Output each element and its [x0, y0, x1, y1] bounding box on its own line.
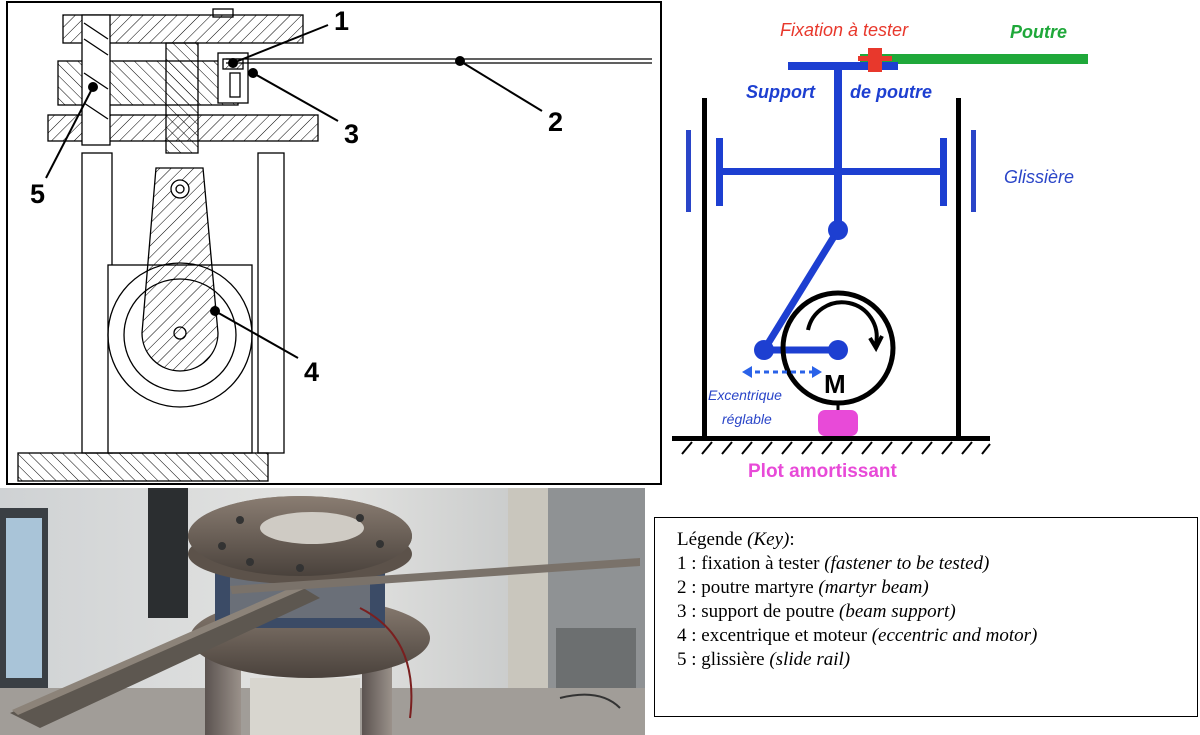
plate-hole [260, 512, 364, 544]
legend-title-colon: : [789, 529, 795, 550]
legend-item-fr: support de poutre [701, 601, 835, 622]
poutre-beam [860, 54, 1088, 64]
central-shaft [165, 42, 199, 154]
damping-pad [818, 410, 858, 436]
poutre-label: Poutre [1010, 22, 1067, 42]
legend-item-en: (martyr beam) [818, 577, 929, 598]
legend-item-fr: fixation à tester [701, 553, 820, 574]
base-plate [17, 452, 269, 482]
motor-label: M [824, 369, 846, 399]
excentrique-label: Excentrique [708, 387, 782, 403]
legend-item-number: 3 : [677, 601, 697, 622]
connecting-rod [761, 228, 841, 352]
callout-2: 2 [548, 107, 563, 137]
legend-title: Légende (Key): [677, 528, 1197, 552]
legend-item: 4 : excentrique et moteur (eccentric and… [677, 624, 1197, 648]
cad-drawing: 1 2 3 4 5 [17, 6, 652, 482]
support-label-2: de poutre [850, 82, 932, 102]
callout-1: 1 [334, 6, 349, 36]
plot-label: Plot amortissant [748, 461, 898, 482]
callout-4: 4 [304, 357, 319, 387]
legend-item-en: (eccentric and motor) [871, 625, 1038, 646]
legend-item-fr: poutre martyre [701, 577, 814, 598]
kinematic-schematic: M Fixation à tester Poutre Support de po… [672, 20, 1088, 482]
martyr-beam-strip [10, 586, 320, 728]
reglable-label: réglable [722, 411, 772, 427]
frame-right [956, 98, 961, 438]
legend-title-fr: Légende [677, 529, 743, 550]
legend-item-fr: excentrique et moteur [701, 625, 867, 646]
beam-support [788, 62, 898, 70]
legend-item-number: 2 : [677, 577, 697, 598]
legend-item-en: (slide rail) [769, 649, 851, 670]
support-label: Support [746, 82, 816, 102]
callout-3: 3 [344, 119, 359, 149]
test-rig-photo-illustration [0, 488, 645, 735]
legend-item: 5 : glissière (slide rail) [677, 648, 1197, 672]
legend-title-en: (Key) [747, 529, 790, 550]
legend-box: Légende (Key): 1 : fixation à tester (fa… [654, 517, 1198, 717]
legend-item-en: (beam support) [839, 601, 956, 622]
test-rig-photo [0, 488, 645, 735]
fixation-label: Fixation à tester [780, 20, 909, 40]
callout-5: 5 [30, 179, 45, 209]
legend-item: 2 : poutre martyre (martyr beam) [677, 576, 1197, 600]
legend-item-fr: glissière [701, 649, 765, 670]
frame-left [702, 98, 707, 438]
kinematic-schematic-panel: M Fixation à tester Poutre Support de po… [668, 8, 1096, 486]
legend-item: 3 : support de poutre (beam support) [677, 600, 1197, 624]
cross-bar [718, 168, 944, 175]
connecting-rod [141, 167, 219, 372]
cad-drawing-panel: 1 2 3 4 5 [6, 1, 662, 485]
rotation-arrow [806, 300, 879, 345]
ground-line [672, 436, 990, 441]
legend-item-number: 1 : [677, 553, 697, 574]
glissiere-left [686, 130, 691, 212]
legend-item-number: 5 : [677, 649, 697, 670]
legend-item-number: 4 : [677, 625, 697, 646]
glissiere-right [971, 130, 976, 212]
legend-item-en: (fastener to be tested) [824, 553, 990, 574]
slide-rail-left [81, 14, 111, 146]
glissiere-label: Glissière [1004, 167, 1074, 187]
legend-item: 1 : fixation à tester (fastener to be te… [677, 552, 1197, 576]
